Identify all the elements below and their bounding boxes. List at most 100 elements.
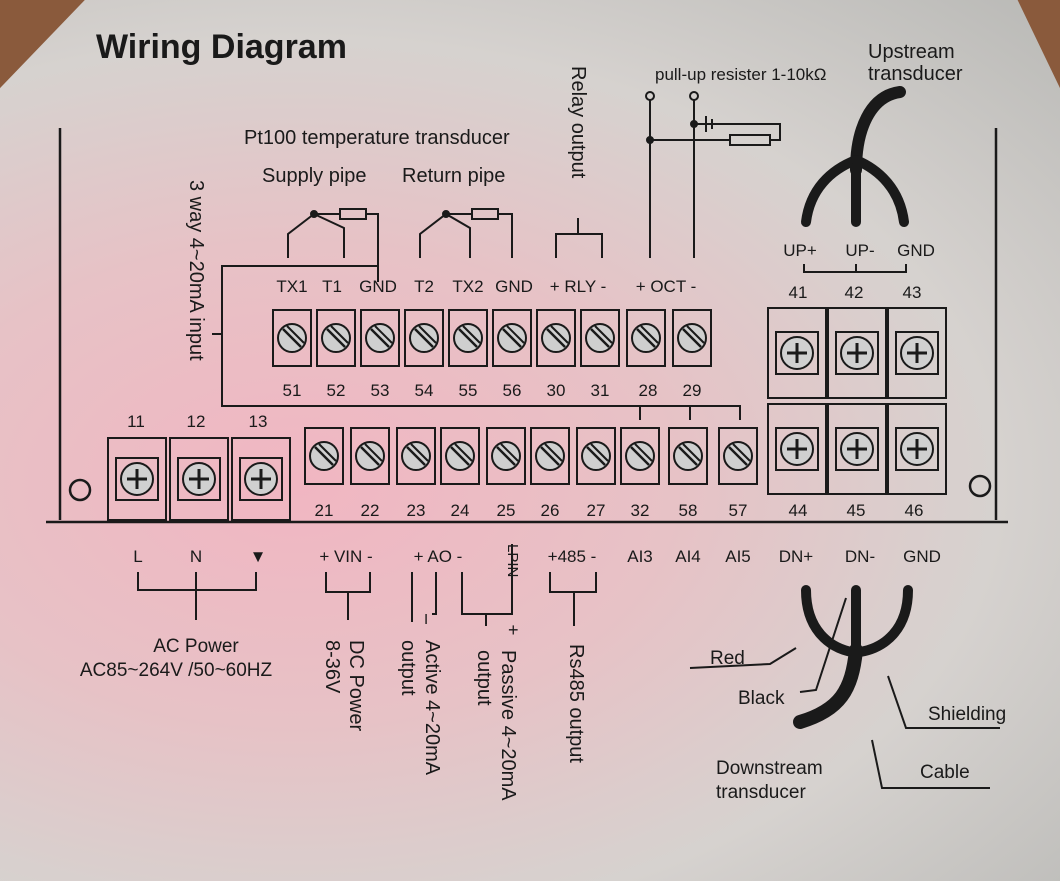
terminal-23[interactable] — [396, 427, 436, 485]
dn-number-45: 45 — [847, 501, 866, 520]
terminal-51[interactable] — [272, 309, 312, 367]
upper-number-29: 29 — [683, 381, 702, 400]
input-420-label: 3 way 4~20mA input — [185, 180, 207, 361]
terminal-12[interactable] — [169, 437, 229, 521]
mount-hole-right — [968, 474, 992, 498]
terminal-30[interactable] — [536, 309, 576, 367]
terminal-52[interactable] — [316, 309, 356, 367]
terminal-46[interactable] — [887, 403, 947, 495]
terminal-53[interactable] — [360, 309, 400, 367]
upper-number-55: 55 — [459, 381, 478, 400]
upper-label-t2: T2 — [414, 277, 434, 296]
relay-output-label: Relay output — [567, 66, 589, 179]
upper-row-numbers: 51 52 53 54 55 56 30 31 28 29 — [283, 381, 702, 400]
upper-label-t1: T1 — [322, 277, 342, 296]
up-number-41: 41 — [789, 283, 808, 302]
upstream-cable-icon — [801, 86, 909, 227]
pt100-supply-symbol — [287, 208, 379, 282]
terminal-57[interactable] — [718, 427, 758, 485]
terminal-24[interactable] — [440, 427, 480, 485]
up-terminal-block — [767, 307, 947, 399]
up-number-42: 42 — [845, 283, 864, 302]
up-bracket — [803, 264, 907, 273]
power-label-earth: ▼ — [250, 547, 267, 566]
cable-label: Cable — [920, 762, 970, 783]
terminal-27[interactable] — [576, 427, 616, 485]
up-number-43: 43 — [903, 283, 922, 302]
black-wire-label: Black — [738, 688, 785, 709]
terminal-42[interactable] — [827, 307, 887, 399]
up-label-minus: UP- — [845, 241, 874, 260]
dn-label-gnd: GND — [903, 547, 941, 566]
terminal-22[interactable] — [350, 427, 390, 485]
terminal-41[interactable] — [767, 307, 827, 399]
lower-number-26: 26 — [541, 501, 560, 520]
dc-power-line2: 8-36V — [321, 640, 343, 694]
upper-label-tx2: TX2 — [452, 277, 483, 296]
upper-number-56: 56 — [503, 381, 522, 400]
rs485-output-label: Rs485 output — [565, 644, 587, 763]
downstream-label-line1: Downstream — [716, 758, 823, 779]
terminal-21[interactable] — [304, 427, 344, 485]
upper-label-tx1: TX1 — [276, 277, 307, 296]
lower-number-58: 58 — [679, 501, 698, 520]
upper-label-gnd-b: GND — [495, 277, 533, 296]
up-label-gnd: GND — [897, 241, 935, 260]
power-label-l: L — [133, 547, 142, 566]
lower-label-ai5: AI5 — [725, 547, 751, 566]
up-labels: UP+ UP- GND 41 42 43 — [783, 241, 935, 302]
terminal-58[interactable] — [668, 427, 708, 485]
lower-label-ao: + AO - — [414, 547, 463, 566]
terminal-25[interactable] — [486, 427, 526, 485]
lower-number-24: 24 — [451, 501, 470, 520]
pullup-label: pull-up resister 1-10kΩ — [655, 65, 826, 84]
lower-terminal-block — [304, 427, 758, 485]
supply-pipe-label: Supply pipe — [262, 165, 367, 187]
lower-number-21: 21 — [315, 501, 334, 520]
callout-lines — [689, 597, 1000, 789]
terminal-44[interactable] — [767, 403, 827, 495]
terminal-32[interactable] — [620, 427, 660, 485]
lower-number-57: 57 — [729, 501, 748, 520]
lower-number-22: 22 — [361, 501, 380, 520]
title: Wiring Diagram — [96, 28, 347, 66]
terminal-26[interactable] — [530, 427, 570, 485]
upper-number-51: 51 — [283, 381, 302, 400]
terminal-29[interactable] — [672, 309, 712, 367]
dn-label-plus: DN+ — [779, 547, 814, 566]
passive-output-line1: Passive 4~20mA — [497, 650, 519, 801]
terminal-55[interactable] — [448, 309, 488, 367]
active-output-line2: output — [397, 640, 419, 696]
terminal-13[interactable] — [231, 437, 291, 521]
ac-power-line1: AC Power — [153, 636, 239, 657]
upper-terminal-block — [272, 309, 712, 367]
terminal-54[interactable] — [404, 309, 444, 367]
upper-number-28: 28 — [639, 381, 658, 400]
active-output-line1: Active 4~20mA — [421, 640, 443, 776]
lower-label-vin: + VIN - — [319, 547, 372, 566]
dn-number-44: 44 — [789, 501, 808, 520]
dn-number-46: 46 — [905, 501, 924, 520]
terminal-56[interactable] — [492, 309, 532, 367]
upstream-label-line2: transducer — [868, 63, 963, 85]
pullup-circuit — [645, 91, 781, 258]
mount-hole-left — [68, 478, 92, 502]
return-pipe-label: Return pipe — [402, 165, 505, 187]
pt100-label: Pt100 temperature transducer — [244, 127, 510, 149]
upper-label-oct: + OCT - — [636, 277, 697, 296]
upper-number-54: 54 — [415, 381, 434, 400]
lower-number-25: 25 — [497, 501, 516, 520]
upstream-label-line1: Upstream — [868, 41, 955, 63]
upper-number-52: 52 — [327, 381, 346, 400]
terminal-45[interactable] — [827, 403, 887, 495]
terminal-43[interactable] — [887, 307, 947, 399]
downstream-cable-icon — [793, 585, 913, 729]
lower-label-ai3: AI3 — [627, 547, 653, 566]
terminal-31[interactable] — [580, 309, 620, 367]
terminal-11[interactable] — [107, 437, 167, 521]
terminal-28[interactable] — [626, 309, 666, 367]
dn-label-minus: DN- — [845, 547, 875, 566]
up-label-plus: UP+ — [783, 241, 817, 260]
